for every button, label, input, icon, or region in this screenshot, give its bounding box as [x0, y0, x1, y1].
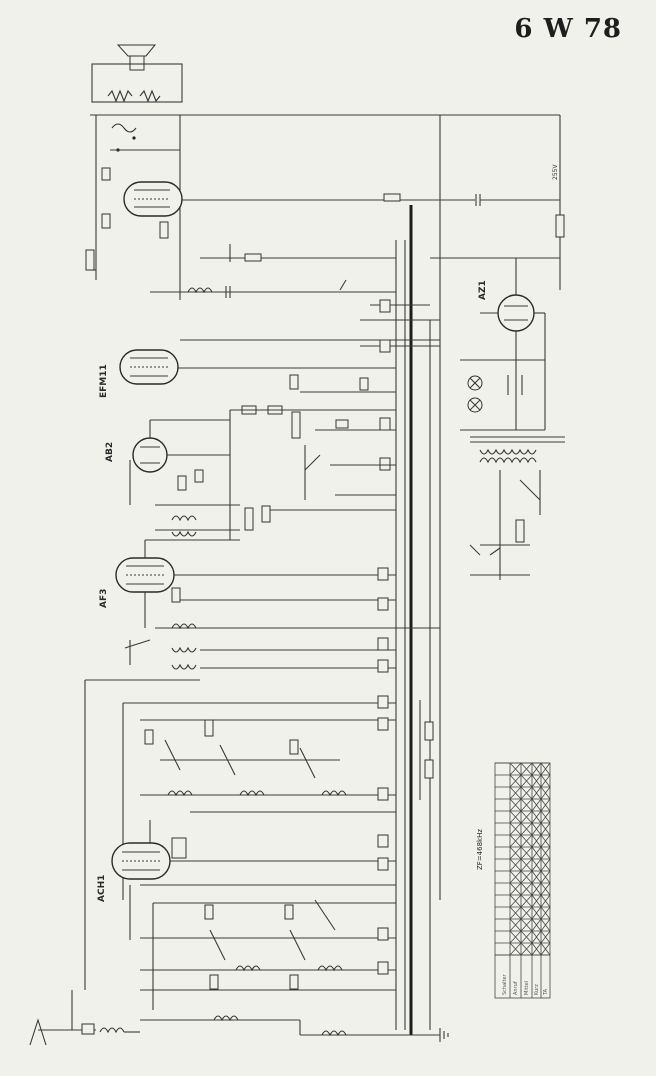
switch-row-label-4: TA	[543, 988, 549, 996]
tube-label-ach1: ACH1	[97, 875, 107, 902]
switch-position-table: Schalter Anruf Mittel Kurz TA	[494, 762, 551, 999]
antenna-icon	[29, 990, 140, 1046]
switch-row-label-1: Anruf	[513, 981, 519, 995]
output-tube-icon	[123, 181, 183, 217]
ach1-tube-icon	[111, 842, 171, 880]
efm11-tube-icon	[119, 349, 179, 385]
voltage-annotation: 255V	[552, 164, 559, 180]
tube-label-efm11: EFM11	[99, 364, 109, 398]
page-title: 6 W 78	[514, 14, 622, 44]
switch-row-label-0: Schalter	[502, 973, 508, 995]
af3-tube-icon	[115, 557, 175, 593]
speaker-icon	[91, 44, 183, 103]
if-frequency-annotation: ZF=468kHz	[476, 829, 484, 870]
ab2-tube-icon	[132, 437, 168, 473]
tube-label-az1: AZ1	[478, 280, 488, 300]
switch-row-label-2: Mittel	[524, 981, 530, 995]
switch-row-label-3: Kurz	[534, 984, 540, 995]
tube-label-ab2: AB2	[105, 442, 115, 462]
ground-icon	[411, 1028, 449, 1042]
tube-label-af3: AF3	[99, 589, 109, 608]
power-transformer-icon	[470, 436, 565, 464]
rectifier-tube-icon	[497, 294, 535, 332]
